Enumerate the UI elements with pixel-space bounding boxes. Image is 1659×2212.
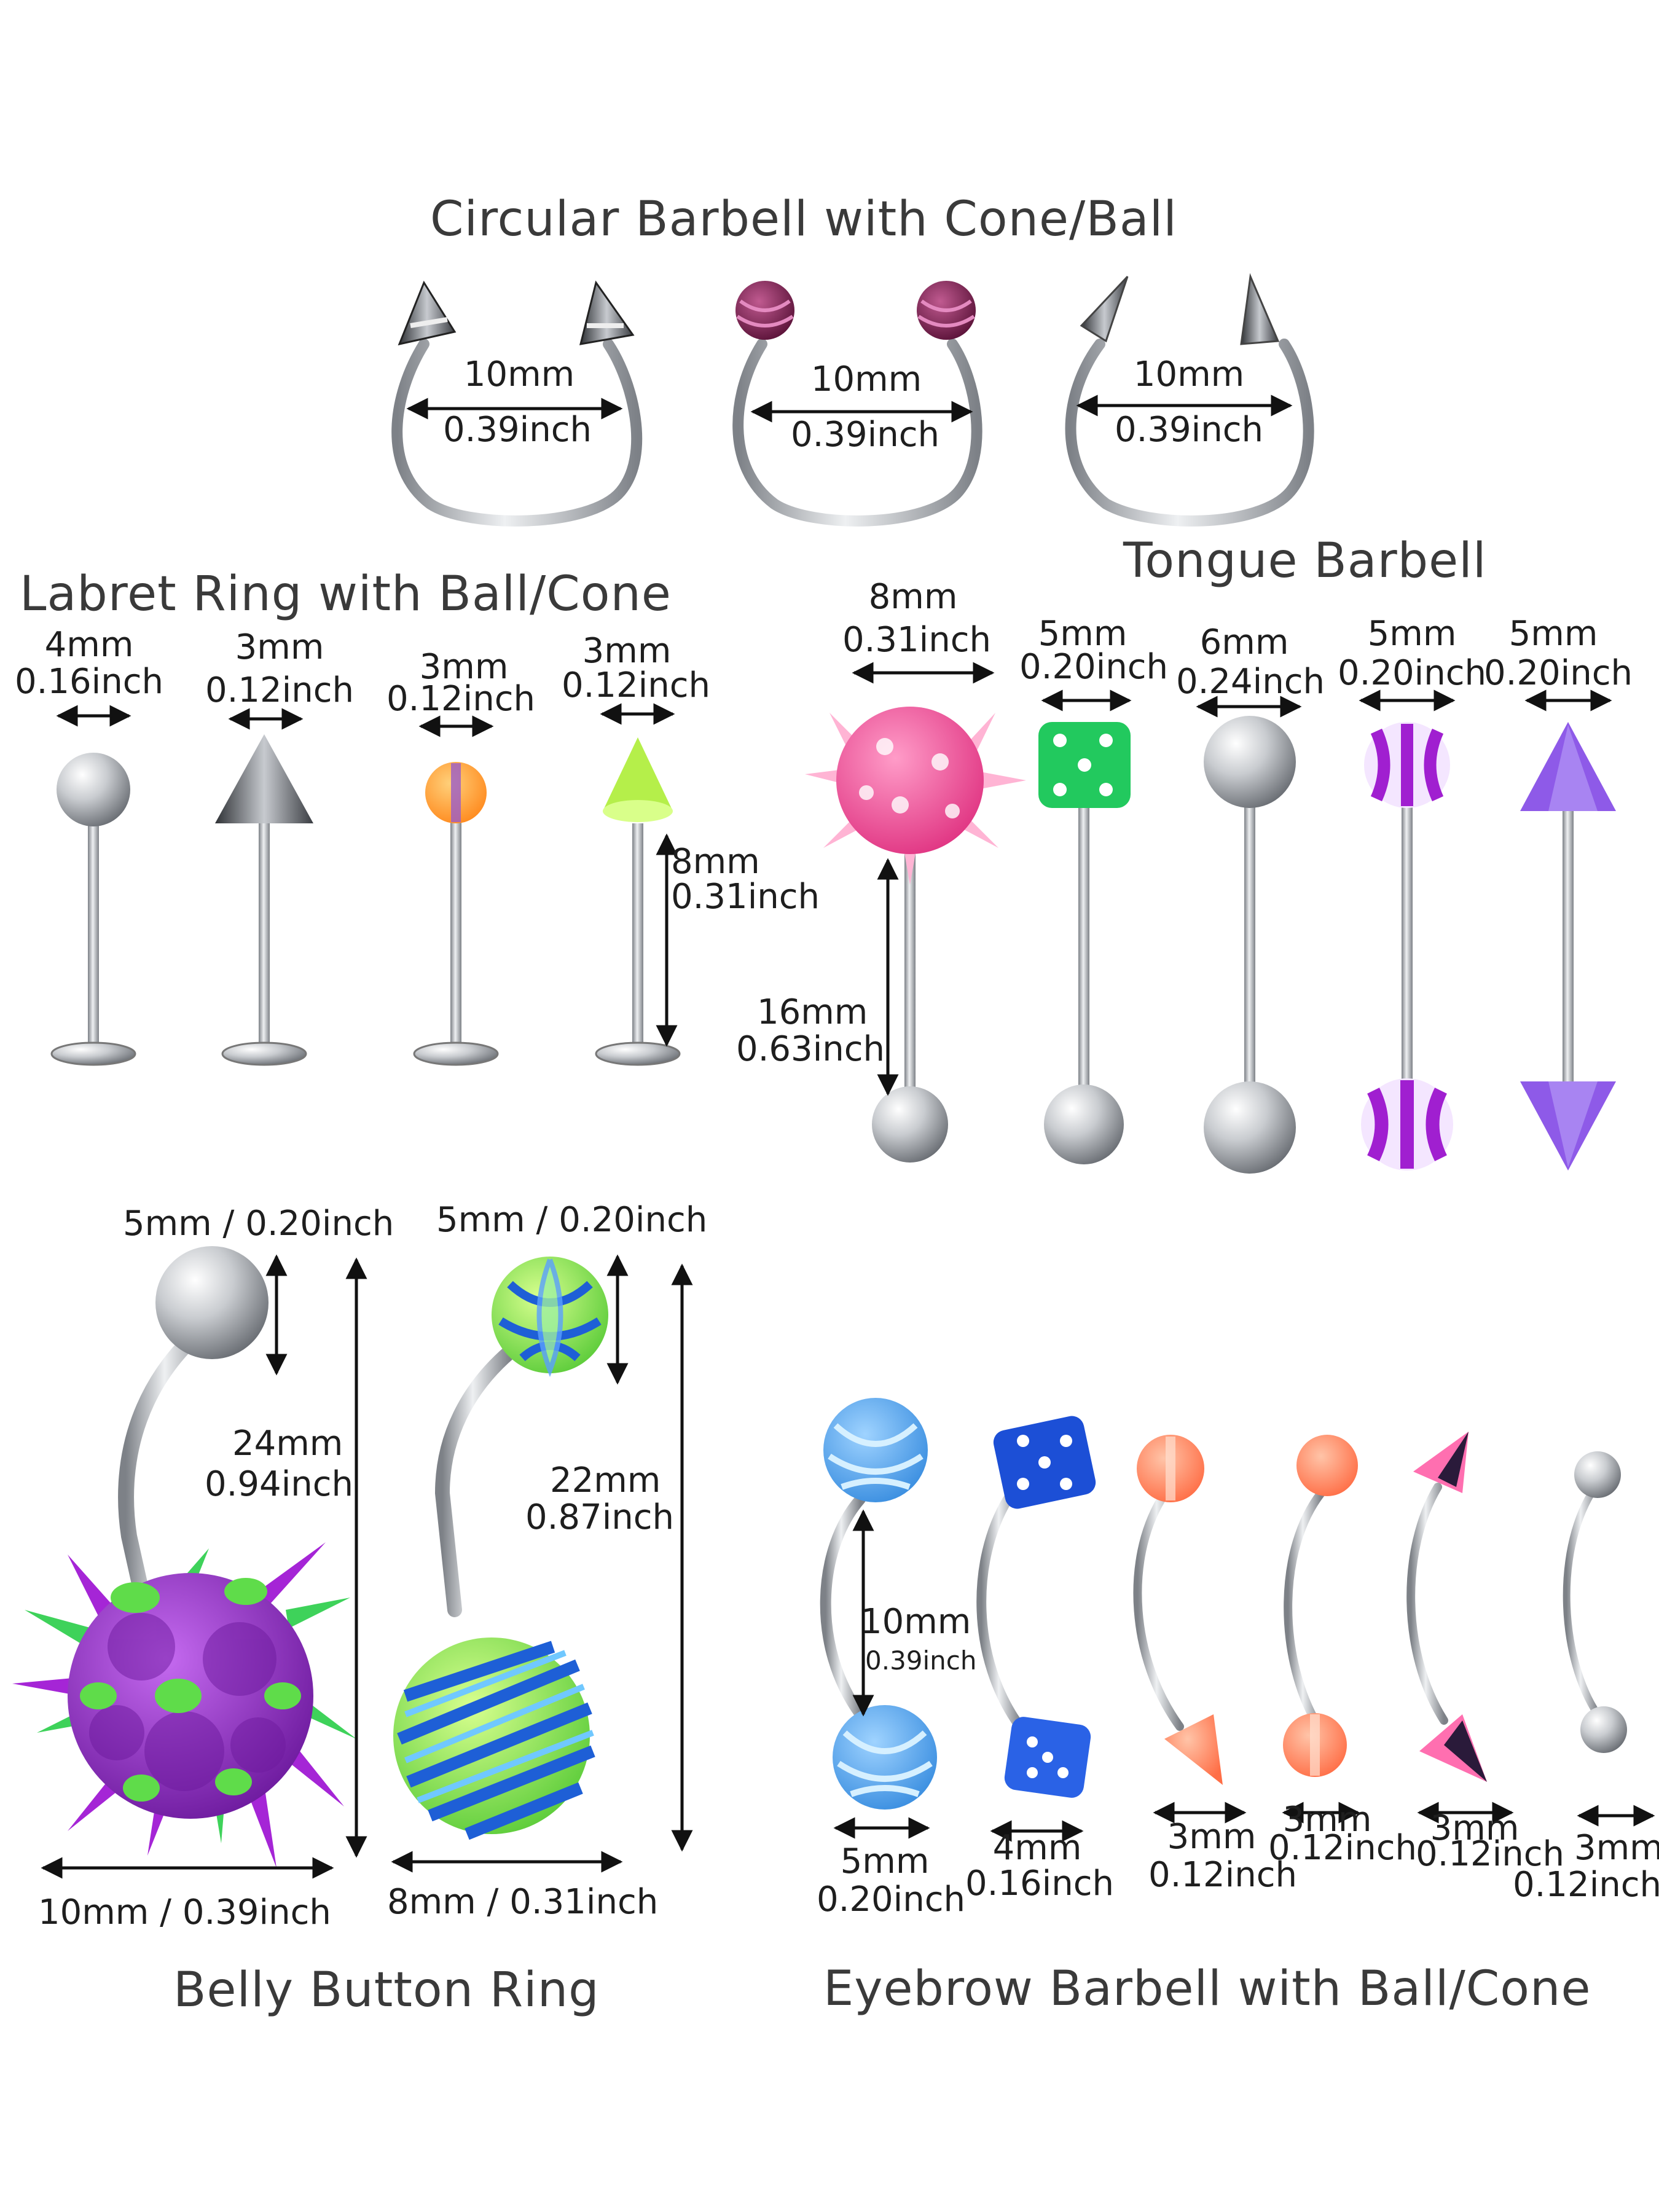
eyebrow-3: [1133, 1435, 1223, 1785]
eyebrow-2-inch: 0.16inch: [965, 1864, 1115, 1904]
belly-2-length-inch: 0.87inch: [525, 1497, 675, 1537]
belly-2-top-size: 5mm / 0.20inch: [436, 1200, 708, 1240]
circular-barbell-1: [391, 280, 643, 527]
eyebrow-5-inch: 0.12inch: [1415, 1834, 1565, 1874]
labret-2-inch: 0.12inch: [205, 670, 355, 710]
eyebrow-3-inch: 0.12inch: [1148, 1855, 1298, 1895]
labret-4: [595, 737, 681, 1066]
circular-barbell-2: [732, 281, 982, 527]
tongue-5-inch: 0.20inch: [1483, 653, 1633, 693]
tongue-2-mm: 5mm: [1038, 614, 1128, 654]
belly-title: Belly Button Ring: [173, 1963, 600, 2018]
eyebrow-2-mm: 4mm: [992, 1828, 1082, 1868]
belly-2-length-mm: 22mm: [550, 1461, 661, 1500]
eyebrow-1-inch: 0.20inch: [816, 1880, 966, 1920]
labret-4-mm: 3mm: [582, 631, 672, 671]
tongue-1-mm: 8mm: [868, 577, 958, 617]
circular-3-inch: 0.39inch: [1114, 410, 1264, 450]
eyebrow-1-mm: 5mm: [840, 1841, 930, 1881]
tongue-4-mm: 5mm: [1367, 614, 1457, 654]
circular-1-mm: 10mm: [463, 355, 575, 394]
circular-3-mm: 10mm: [1133, 355, 1245, 394]
labret-3: [413, 762, 499, 1066]
tongue-1-inch: 0.31inch: [842, 620, 992, 660]
eyebrow-4-inch: 0.12inch: [1268, 1828, 1418, 1868]
tongue-3-mm: 6mm: [1199, 622, 1289, 662]
eyebrow-6-mm: 3mm: [1574, 1828, 1659, 1868]
eyebrow-6: [1563, 1451, 1627, 1753]
eyebrow-3-mm: 3mm: [1167, 1817, 1257, 1857]
eyebrow-length-mm: 10mm: [860, 1602, 971, 1642]
circular-2-mm: 10mm: [810, 359, 922, 399]
circular-2-inch: 0.39inch: [790, 415, 940, 455]
labret-1-inch: 0.16inch: [14, 662, 164, 702]
labret-length-mm: 8mm: [671, 842, 760, 882]
labret-length-inch: 0.31inch: [671, 877, 820, 917]
tongue-length-mm: 16mm: [757, 992, 868, 1032]
circular-1-inch: 0.39inch: [442, 410, 592, 450]
belly-1-length-mm: 24mm: [232, 1424, 343, 1464]
eyebrow-2: [976, 1416, 1096, 1798]
eyebrow-1: [820, 1398, 937, 1810]
tongue-3: [1204, 716, 1296, 1174]
belly-1-top-size: 5mm / 0.20inch: [123, 1204, 394, 1244]
tongue-4-inch: 0.20inch: [1337, 653, 1487, 693]
eyebrow-5: [1406, 1432, 1487, 1782]
eyebrow-title: Eyebrow Barbell with Ball/Cone: [823, 1961, 1591, 2017]
tongue-1: [805, 707, 1026, 1163]
labret-4-inch: 0.12inch: [561, 665, 711, 705]
labret-1: [50, 753, 136, 1066]
eyebrow-6-inch: 0.12inch: [1513, 1865, 1659, 1905]
eyebrow-5-mm: 3mm: [1430, 1808, 1520, 1848]
tongue-2-inch: 0.20inch: [1019, 647, 1169, 687]
tongue-5: [1520, 722, 1616, 1171]
belly-2-bottom-size: 8mm / 0.31inch: [387, 1882, 659, 1922]
tongue-4: [1361, 722, 1453, 1171]
eyebrow-4-mm: 3mm: [1282, 1800, 1372, 1840]
tongue-3-inch: 0.24inch: [1175, 662, 1325, 702]
circular-barbell-3: [1065, 273, 1314, 527]
eyebrow-length-inch: 0.39inch: [865, 1645, 977, 1676]
eyebrow-4: [1283, 1435, 1358, 1777]
tongue-title: Tongue Barbell: [1123, 533, 1487, 589]
labret-2: [215, 734, 313, 1066]
belly-ring-2: [393, 1257, 608, 1840]
tongue-length-inch: 0.63inch: [736, 1029, 885, 1069]
circular-title: Circular Barbell with Cone/Ball: [430, 192, 1177, 247]
labret-3-mm: 3mm: [419, 647, 509, 687]
labret-1-mm: 4mm: [44, 625, 134, 665]
labret-3-inch: 0.12inch: [386, 679, 536, 719]
belly-ring-1: [12, 1246, 356, 1868]
tongue-5-mm: 5mm: [1508, 614, 1598, 654]
labret-2-mm: 3mm: [235, 627, 324, 667]
belly-1-bottom-size: 10mm / 0.39inch: [38, 1892, 331, 1932]
labret-title: Labret Ring with Ball/Cone: [20, 567, 672, 622]
belly-1-length-inch: 0.94inch: [205, 1464, 354, 1504]
tongue-2: [1038, 722, 1131, 1164]
